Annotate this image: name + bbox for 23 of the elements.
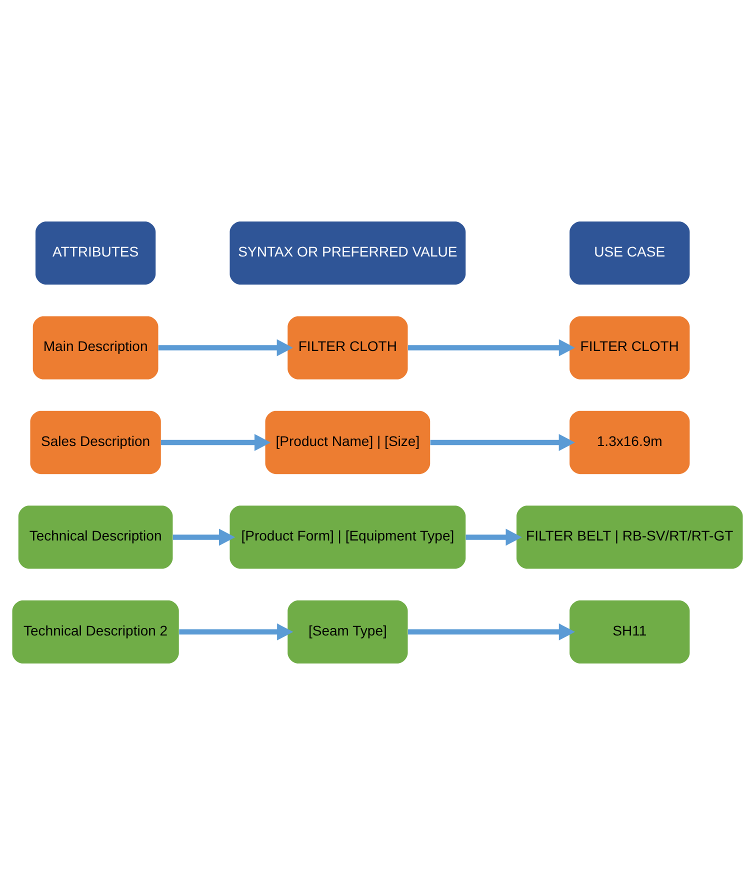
node-box: USE CASE: [570, 221, 690, 284]
node-box: 1.3x16.9m: [570, 410, 690, 474]
node-box: SH11: [570, 600, 690, 663]
node-box: [Product Form] | [Equipment Type]: [230, 505, 466, 568]
node-box: Main Description: [32, 316, 158, 379]
node-box: [Product Name] | [Size]: [265, 410, 430, 474]
node-box: FILTER CLOTH: [570, 316, 690, 379]
arrow: [408, 622, 576, 640]
arrow: [158, 338, 293, 356]
node-box: Sales Description: [30, 410, 161, 474]
arrow: [172, 528, 236, 546]
node-box: FILTER CLOTH: [288, 316, 408, 379]
node-box: Technical Description 2: [12, 600, 179, 663]
node-box: Technical Description: [18, 505, 173, 568]
arrow: [430, 434, 575, 450]
arrow: [466, 528, 522, 546]
node-box: FILTER BELT | RB-SV/RT/RT-GT: [516, 505, 743, 568]
node-box: SYNTAX OR PREFERRED VALUE: [230, 221, 466, 284]
node-box: [Seam Type]: [288, 600, 408, 663]
node-box: ATTRIBUTES: [36, 221, 156, 284]
arrow: [179, 622, 294, 640]
arrow: [408, 338, 576, 356]
arrow: [160, 434, 271, 450]
